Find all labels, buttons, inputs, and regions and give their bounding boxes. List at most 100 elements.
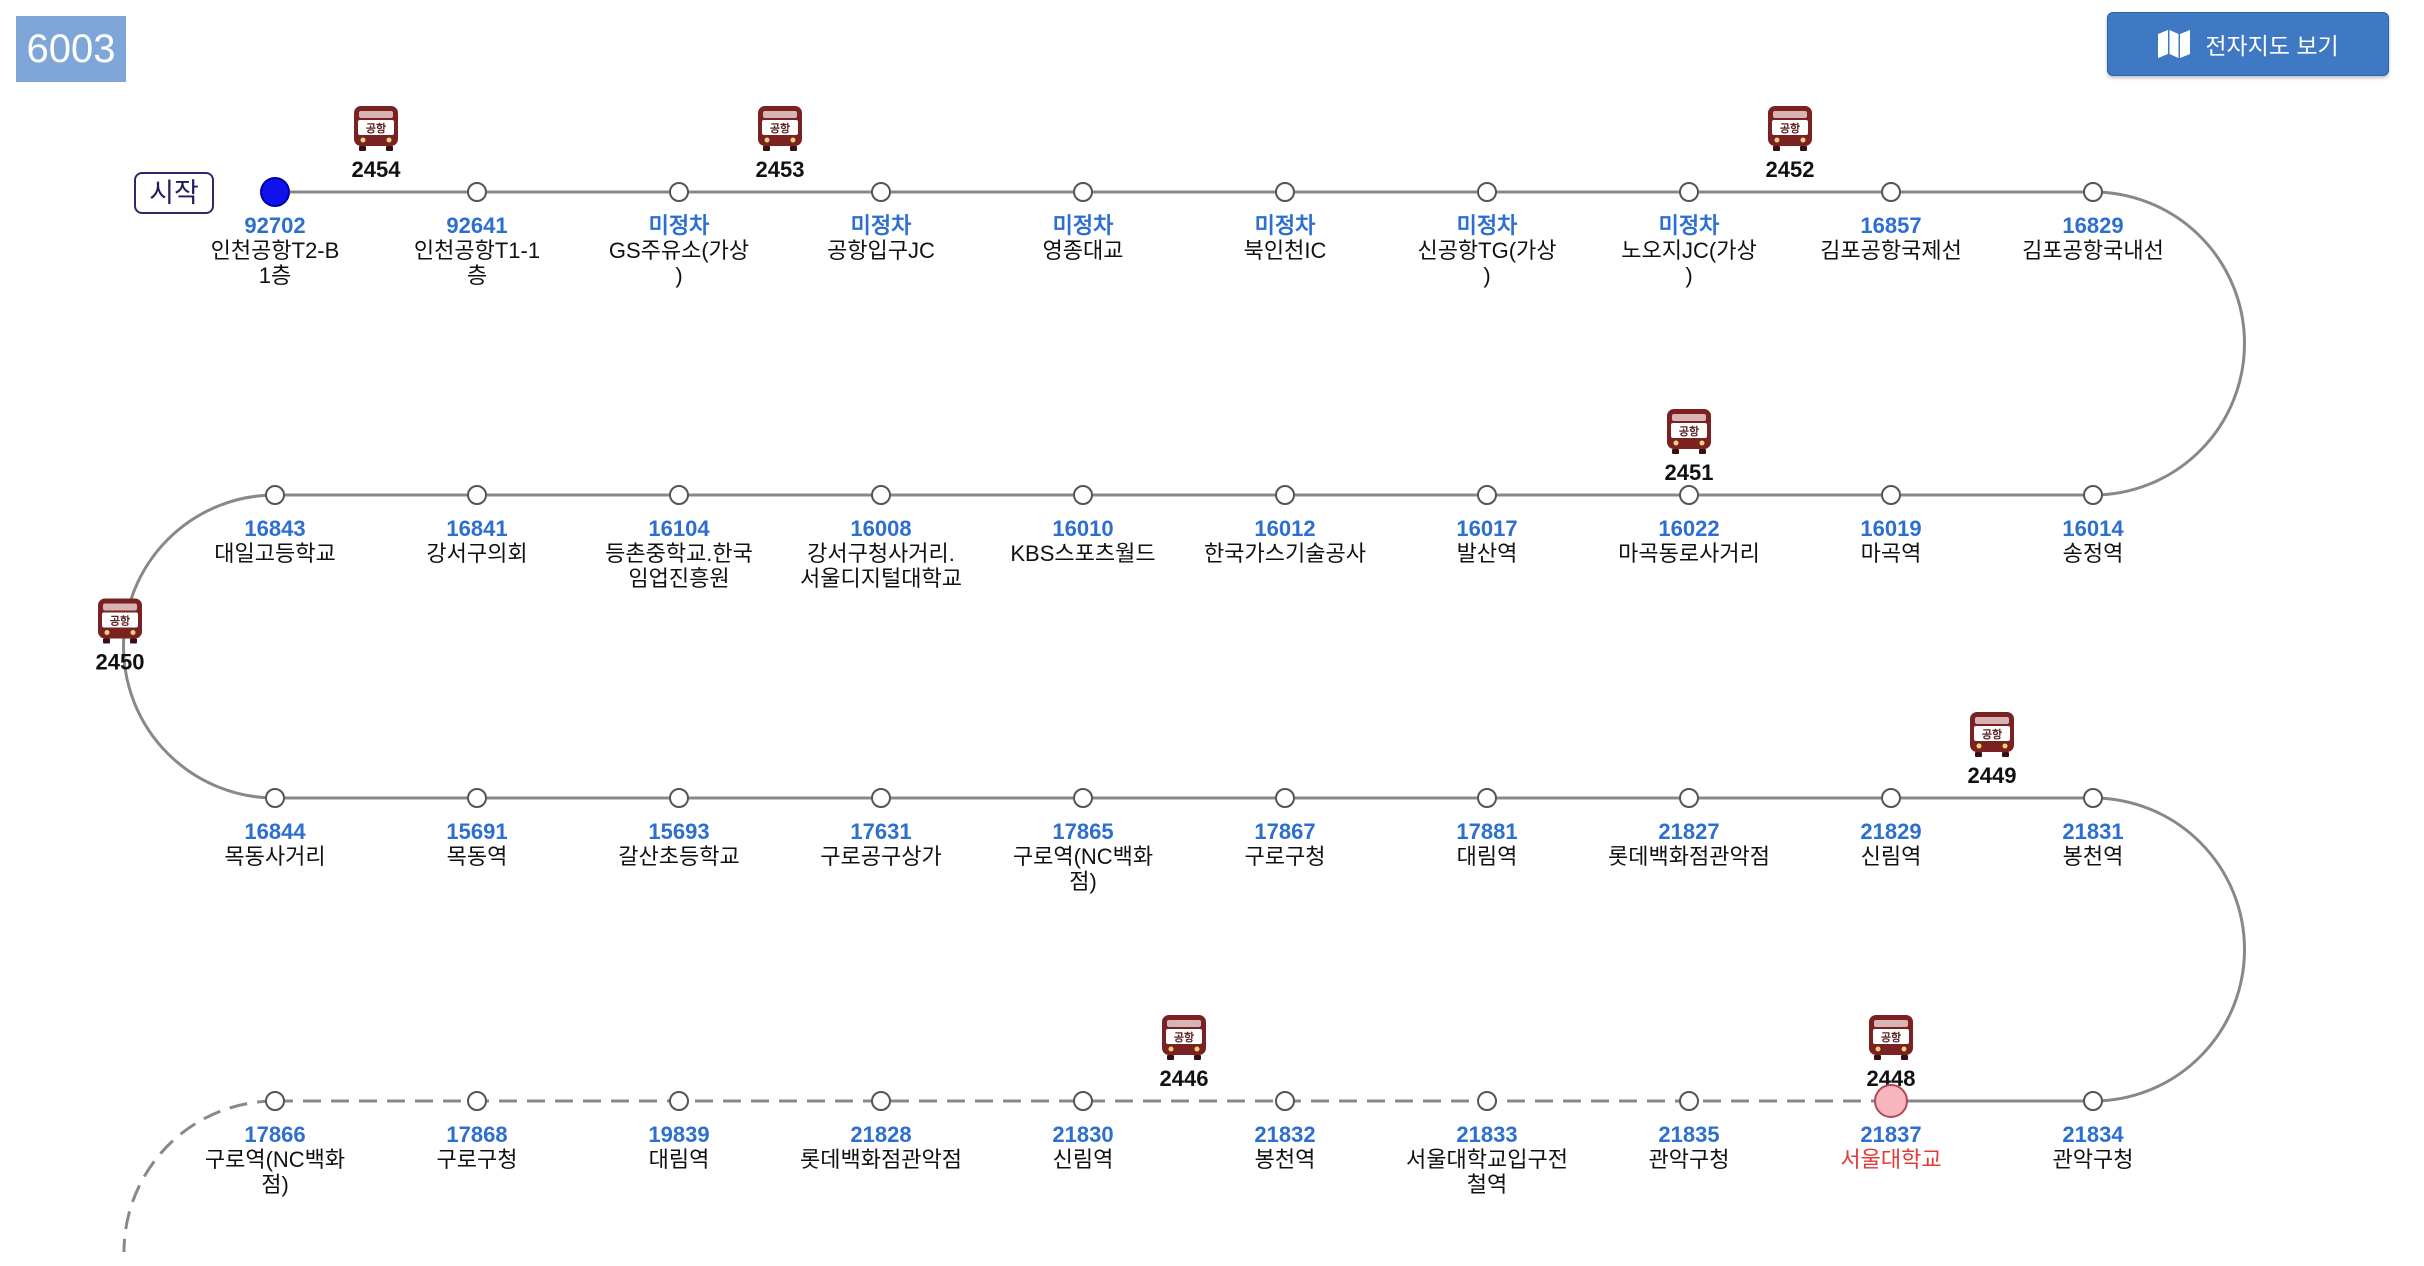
stop-marker[interactable] <box>1477 1091 1497 1111</box>
stop-marker[interactable] <box>1073 1091 1093 1111</box>
stop-marker[interactable] <box>1477 788 1497 808</box>
start-badge: 시작 <box>134 172 214 214</box>
stop-marker[interactable] <box>265 1091 285 1111</box>
stop-id: 16014 <box>2062 516 2124 541</box>
stop-marker[interactable] <box>1679 788 1699 808</box>
stop-marker[interactable] <box>1679 485 1699 505</box>
map-view-button[interactable]: 전자지도 보기 <box>2107 12 2389 76</box>
stop-marker[interactable] <box>871 1091 891 1111</box>
stop-marker[interactable] <box>871 788 891 808</box>
stop-marker[interactable] <box>260 177 290 207</box>
stop-name: KBS스포츠월드 <box>1010 541 1155 566</box>
stop-marker[interactable] <box>2083 1091 2103 1111</box>
stop-marker[interactable] <box>871 485 891 505</box>
stop-marker[interactable] <box>1881 788 1901 808</box>
stop-marker[interactable] <box>2083 182 2103 202</box>
stop-marker[interactable] <box>265 788 285 808</box>
stop-marker[interactable] <box>1275 485 1295 505</box>
stop-marker[interactable] <box>1073 788 1093 808</box>
stop-marker[interactable] <box>669 788 689 808</box>
stop-marker[interactable] <box>1073 485 1093 505</box>
stop-name: 김포공항국내선 <box>2022 238 2164 263</box>
stop-marker[interactable] <box>265 485 285 505</box>
route-turn-right-1 <box>2092 190 2246 497</box>
bus-label: 공항 <box>1679 424 1699 438</box>
stop-marker[interactable] <box>1477 182 1497 202</box>
stop-marker[interactable] <box>2083 788 2103 808</box>
stop-marker[interactable] <box>467 788 487 808</box>
stop-id: 16019 <box>1860 516 1921 541</box>
stop-marker[interactable] <box>1275 788 1295 808</box>
stop-marker[interactable] <box>2083 485 2103 505</box>
stop-marker[interactable] <box>669 485 689 505</box>
stop-marker[interactable] <box>1275 1091 1295 1111</box>
stop-marker[interactable] <box>1477 485 1497 505</box>
stop-marker[interactable] <box>1679 1091 1699 1111</box>
stop-marker[interactable] <box>1874 1084 1908 1118</box>
stop-id: 미정차 <box>851 213 912 238</box>
stop-marker[interactable] <box>871 182 891 202</box>
stop-marker[interactable] <box>1881 485 1901 505</box>
stop-id: 17866 <box>244 1122 305 1147</box>
stop-marker[interactable] <box>467 182 487 202</box>
stop-marker[interactable] <box>1679 182 1699 202</box>
stop-marker[interactable] <box>1881 182 1901 202</box>
stop-marker[interactable] <box>1073 182 1093 202</box>
stop-marker[interactable] <box>467 485 487 505</box>
stop-marker[interactable] <box>669 182 689 202</box>
route-turn-left-1 <box>122 493 276 800</box>
stop-marker[interactable] <box>467 1091 487 1111</box>
stop-marker[interactable] <box>1275 182 1295 202</box>
stop-marker[interactable] <box>669 1091 689 1111</box>
